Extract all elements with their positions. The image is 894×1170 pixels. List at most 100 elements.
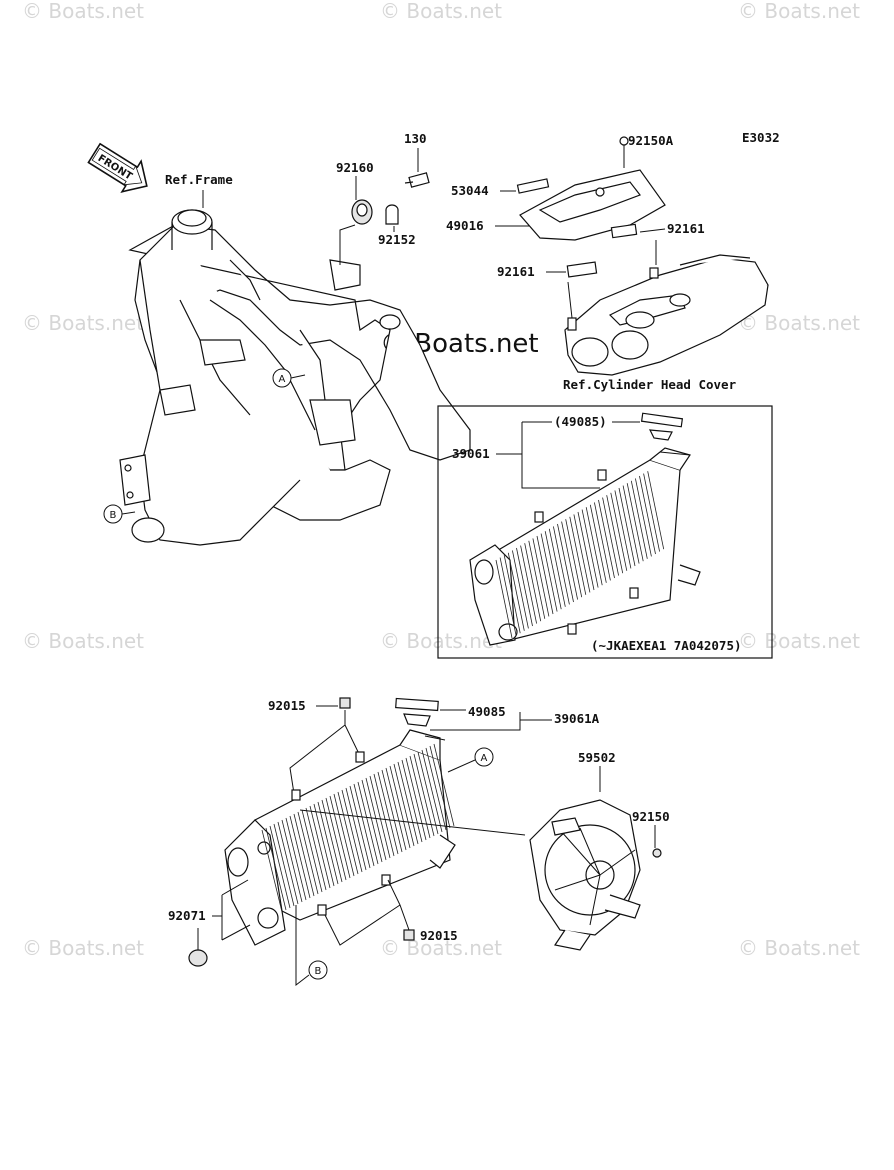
radiator-fin xyxy=(317,801,339,885)
watermark: © Boats.net xyxy=(22,0,144,23)
inset-frame xyxy=(437,405,773,659)
radiator-fin xyxy=(273,823,295,907)
radiator-fin xyxy=(573,514,591,593)
radiator-fin xyxy=(507,552,525,631)
radiator-fin xyxy=(630,480,648,559)
part-label-49085-paren: (49085) xyxy=(554,414,607,429)
callout-a-radiator: A xyxy=(447,747,494,773)
radiator-fin xyxy=(577,511,595,591)
leader-line xyxy=(639,228,666,233)
radiator-fin xyxy=(305,807,327,891)
radiator-fin xyxy=(643,473,660,552)
part-92150-bolt xyxy=(652,848,662,858)
radiator-fin xyxy=(536,535,554,615)
watermark: © Boats.net xyxy=(380,629,502,653)
radiator-fin xyxy=(265,827,287,911)
part-92015-clip xyxy=(403,929,415,941)
part-label-53044: 53044 xyxy=(451,183,489,198)
radiator-fin xyxy=(569,516,587,595)
radiator-fin xyxy=(503,555,521,634)
radiator-fin xyxy=(495,559,513,639)
radiator-fin xyxy=(361,779,383,863)
radiator-fin xyxy=(626,483,644,562)
radiator-fin xyxy=(261,829,283,913)
radiator-fin xyxy=(499,557,517,636)
radiator-fin xyxy=(297,811,319,895)
radiator-fin xyxy=(528,540,546,619)
radiator-fin xyxy=(520,545,537,624)
leader-line xyxy=(339,224,356,265)
part-92071-grommet xyxy=(188,949,208,967)
radiator-fin xyxy=(425,747,447,831)
leader-line xyxy=(430,712,552,731)
radiator-fin xyxy=(389,765,411,849)
radiator-fin xyxy=(281,819,303,903)
radiator-fin xyxy=(357,781,379,865)
radiator-fin xyxy=(417,751,439,835)
radiator-fin xyxy=(413,753,435,837)
callout-b-radiator: B xyxy=(295,905,328,987)
callout-b: B xyxy=(103,504,136,524)
radiator-fin xyxy=(377,771,399,855)
part-label-92015-top: 92015 xyxy=(268,698,306,713)
part-92150A-screw xyxy=(619,136,629,168)
part-label-49085: 49085 xyxy=(468,704,506,719)
part-92161-pad xyxy=(610,223,638,239)
radiator-fin xyxy=(540,533,558,612)
inset-radiator-fins xyxy=(495,471,665,639)
callout-a: A xyxy=(272,368,306,388)
inset-serial-note: (~JKAEXEA1 7A042075) xyxy=(591,638,742,653)
part-130-bolt xyxy=(404,172,430,188)
radiator-fin xyxy=(585,507,603,586)
radiator-fin xyxy=(532,538,550,617)
part-label-130: 130 xyxy=(404,131,427,146)
radiator-fin xyxy=(313,803,335,887)
radiator-fin xyxy=(405,757,427,841)
cylinder-head-cover xyxy=(564,254,769,376)
radiator-fin xyxy=(544,531,562,610)
leader-line xyxy=(289,710,363,801)
radiator-fin xyxy=(301,809,323,893)
leader-line xyxy=(567,281,573,319)
radiator-fin xyxy=(401,759,423,843)
part-label-49016: 49016 xyxy=(446,218,484,233)
svg-text:B: B xyxy=(315,966,322,977)
part-label-92150: 92150 xyxy=(632,809,670,824)
watermark: © Boats.net xyxy=(380,0,502,23)
radiator-fin xyxy=(606,495,624,574)
watermark: © Boats.net xyxy=(738,936,860,960)
radiator-fin xyxy=(337,791,359,875)
radiator-fin xyxy=(524,543,542,622)
watermark: © Boats.net xyxy=(22,311,144,335)
radiator-fin xyxy=(353,783,375,867)
radiator-fin xyxy=(512,550,529,629)
watermark: © Boats.net xyxy=(22,629,144,653)
ref-cylinder-head-label: Ref.Cylinder Head Cover xyxy=(563,377,737,392)
leader-line xyxy=(324,879,410,946)
part-label-92152: 92152 xyxy=(378,232,416,247)
leader-line xyxy=(521,421,600,489)
radiator-fin xyxy=(269,825,291,909)
radiator-fin xyxy=(349,785,371,869)
radiator-fin xyxy=(614,490,632,569)
radiator-fin xyxy=(333,793,355,877)
radiator-fin xyxy=(365,777,387,861)
inset-radiator-cap xyxy=(640,412,684,441)
radiator-fin xyxy=(602,497,619,576)
radiator-fin xyxy=(561,521,578,600)
radiator-fin xyxy=(433,743,455,827)
radiator-fin xyxy=(635,478,652,557)
radiator-fin xyxy=(548,528,566,607)
radiator-fin xyxy=(594,502,611,581)
part-label-92160: 92160 xyxy=(336,160,374,175)
watermark-layer: © Boats.net © Boats.net © Boats.net © Bo… xyxy=(22,0,860,960)
watermark: © Boats.net xyxy=(738,311,860,335)
diagram-code: E3032 xyxy=(742,130,780,145)
radiator-fin xyxy=(516,547,533,627)
radiator-fin xyxy=(429,745,451,829)
part-92160-grommet xyxy=(351,199,373,225)
main-radiator-fins xyxy=(261,743,455,913)
part-59502-fan xyxy=(529,799,641,951)
part-label-92161-right: 92161 xyxy=(667,221,705,236)
